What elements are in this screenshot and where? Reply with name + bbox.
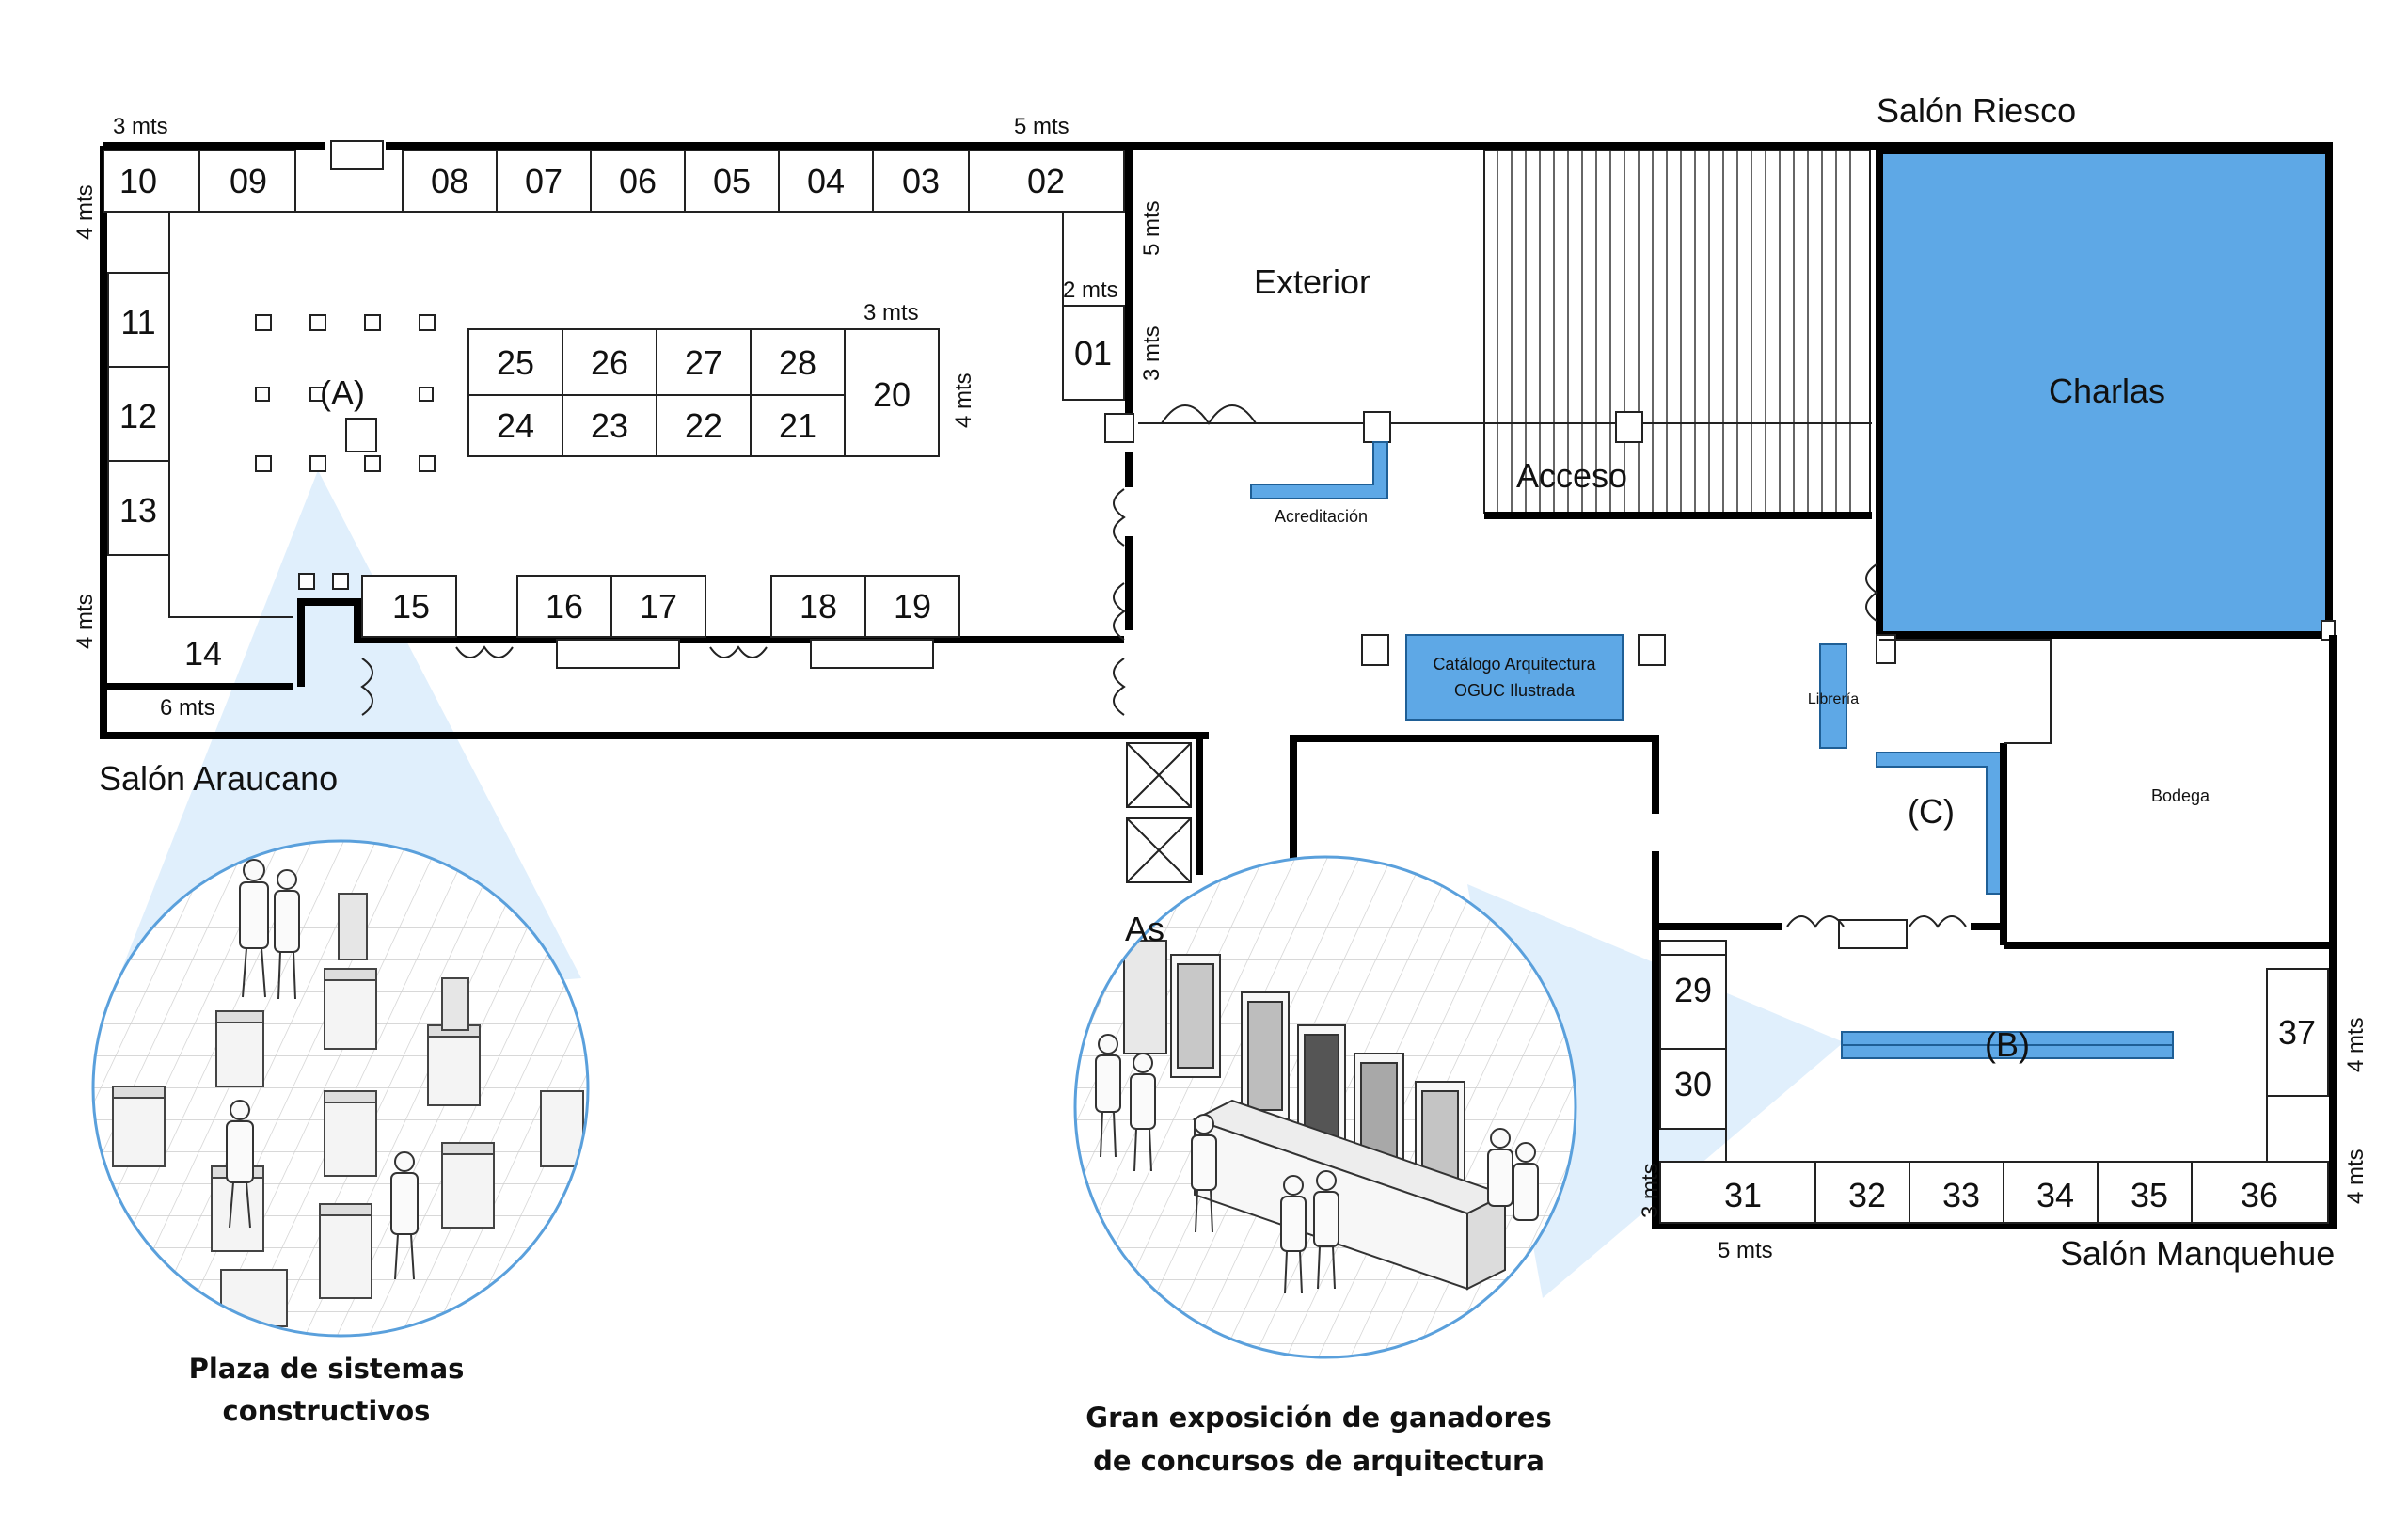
stall-10[interactable]: 10 (119, 162, 157, 200)
stall-26[interactable]: 26 (591, 343, 628, 382)
stall-12[interactable]: 12 (119, 397, 157, 436)
dim-manquehue-bottom: 5 mts (1718, 1238, 1773, 1263)
stall-09[interactable]: 09 (230, 162, 267, 200)
caption-right-line2: de concursos de arquitectura (1093, 1445, 1545, 1477)
ascensor-label: As (1125, 910, 1164, 948)
salon-manquehue-label: Salón Manquehue (2060, 1234, 2335, 1273)
caption-left-line1: Plaza de sistemas (189, 1353, 465, 1385)
stall-02[interactable]: 02 (1027, 162, 1065, 200)
stall-30[interactable]: 30 (1674, 1065, 1712, 1103)
stall-14[interactable]: 14 (184, 634, 222, 673)
catalogo-label-line2: OGUC Ilustrada (1454, 681, 1576, 700)
stall-06[interactable]: 06 (619, 162, 657, 200)
stall-28[interactable]: 28 (779, 343, 816, 382)
stall-31[interactable]: 31 (1724, 1176, 1762, 1214)
dim-left-lower: 4 mts (72, 594, 98, 649)
stall-labels: 01 02 03 04 05 06 07 08 09 10 11 12 13 1… (119, 162, 2316, 1214)
captions: Plaza de sistemas constructivos Gran exp… (189, 1353, 1552, 1477)
stall-20[interactable]: 20 (873, 375, 911, 414)
dim-manquehue-right-lower: 4 mts (2343, 1149, 2368, 1204)
catalogo-label-line1: Catálogo Arquitectura (1433, 655, 1596, 674)
acceso-label: Acceso (1516, 456, 1627, 495)
stall-25[interactable]: 25 (497, 343, 534, 382)
dim-top-left: 3 mts (113, 114, 168, 139)
stall-18[interactable]: 18 (800, 587, 837, 626)
stall-11[interactable]: 11 (120, 303, 155, 341)
salon-riesco-label: Salón Riesco (1877, 91, 2076, 130)
stall-35[interactable]: 35 (2131, 1176, 2168, 1214)
stall-04[interactable]: 04 (807, 162, 845, 200)
bodega-label: Bodega (2151, 786, 2210, 805)
stall-08[interactable]: 08 (431, 162, 468, 200)
dim-island-right: 4 mts (951, 373, 976, 428)
zone-a-label: (A) (320, 373, 365, 412)
stall-22[interactable]: 22 (685, 406, 722, 445)
stall-19[interactable]: 19 (894, 587, 931, 626)
dim-right-top: 5 mts (1139, 200, 1164, 256)
dimension-labels: 3 mts 5 mts 4 mts 4 mts 6 mts 5 mts 2 mt… (72, 114, 2368, 1263)
dim-right-mid: 3 mts (1139, 325, 1164, 381)
dim-manquehue-left: 3 mts (1638, 1163, 1663, 1218)
zone-c-label: (C) (1908, 792, 1955, 831)
stall-21[interactable]: 21 (779, 406, 816, 445)
caption-right-line1: Gran exposición de ganadores (1085, 1402, 1551, 1434)
central-area (1126, 142, 2337, 1229)
stall-33[interactable]: 33 (1942, 1176, 1980, 1214)
stall-17[interactable]: 17 (640, 587, 677, 626)
exposicion-illustration (1073, 855, 1577, 1359)
libreria-stand (1819, 643, 1847, 749)
stall-05[interactable]: 05 (713, 162, 751, 200)
libreria-label: Librería (1808, 691, 1859, 707)
stall-24[interactable]: 24 (497, 406, 534, 445)
catalogo-stand (1405, 634, 1624, 721)
stall-01[interactable]: 01 (1074, 334, 1112, 373)
zone-b-label: (B) (1985, 1025, 2030, 1064)
acreditacion-label: Acreditación (1275, 507, 1368, 526)
stall-13[interactable]: 13 (119, 491, 157, 530)
exterior-label: Exterior (1254, 262, 1370, 301)
dim-left-upper: 4 mts (72, 184, 98, 240)
charlas-room (1876, 147, 2333, 639)
salon-araucano-hall (100, 140, 1209, 739)
stall-32[interactable]: 32 (1848, 1176, 1886, 1214)
acreditacion-counter (1250, 441, 1388, 499)
dim-island-top: 3 mts (863, 300, 919, 325)
room-labels: Salón Riesco Salón Araucano Salón Manque… (99, 91, 2335, 1273)
staircase (1483, 150, 1872, 519)
stall-29[interactable]: 29 (1674, 971, 1712, 1009)
stall-15[interactable]: 15 (392, 587, 430, 626)
dim-top-middle: 5 mts (1014, 114, 1069, 139)
stall-27[interactable]: 27 (685, 343, 722, 382)
stall-37[interactable]: 37 (2278, 1013, 2316, 1052)
stall-16[interactable]: 16 (546, 587, 583, 626)
stall-03[interactable]: 03 (902, 162, 940, 200)
stall-36[interactable]: 36 (2241, 1176, 2278, 1214)
caption-left-line2: constructivos (223, 1395, 431, 1427)
salon-araucano-label: Salón Araucano (99, 759, 338, 798)
stall-23[interactable]: 23 (591, 406, 628, 445)
dim-stall-02: 2 mts (1063, 277, 1118, 303)
dim-bottom-left: 6 mts (160, 695, 215, 721)
dim-manquehue-right-upper: 4 mts (2343, 1017, 2368, 1072)
stall-07[interactable]: 07 (525, 162, 562, 200)
charlas-label: Charlas (2049, 372, 2165, 410)
stall-34[interactable]: 34 (2036, 1176, 2074, 1214)
